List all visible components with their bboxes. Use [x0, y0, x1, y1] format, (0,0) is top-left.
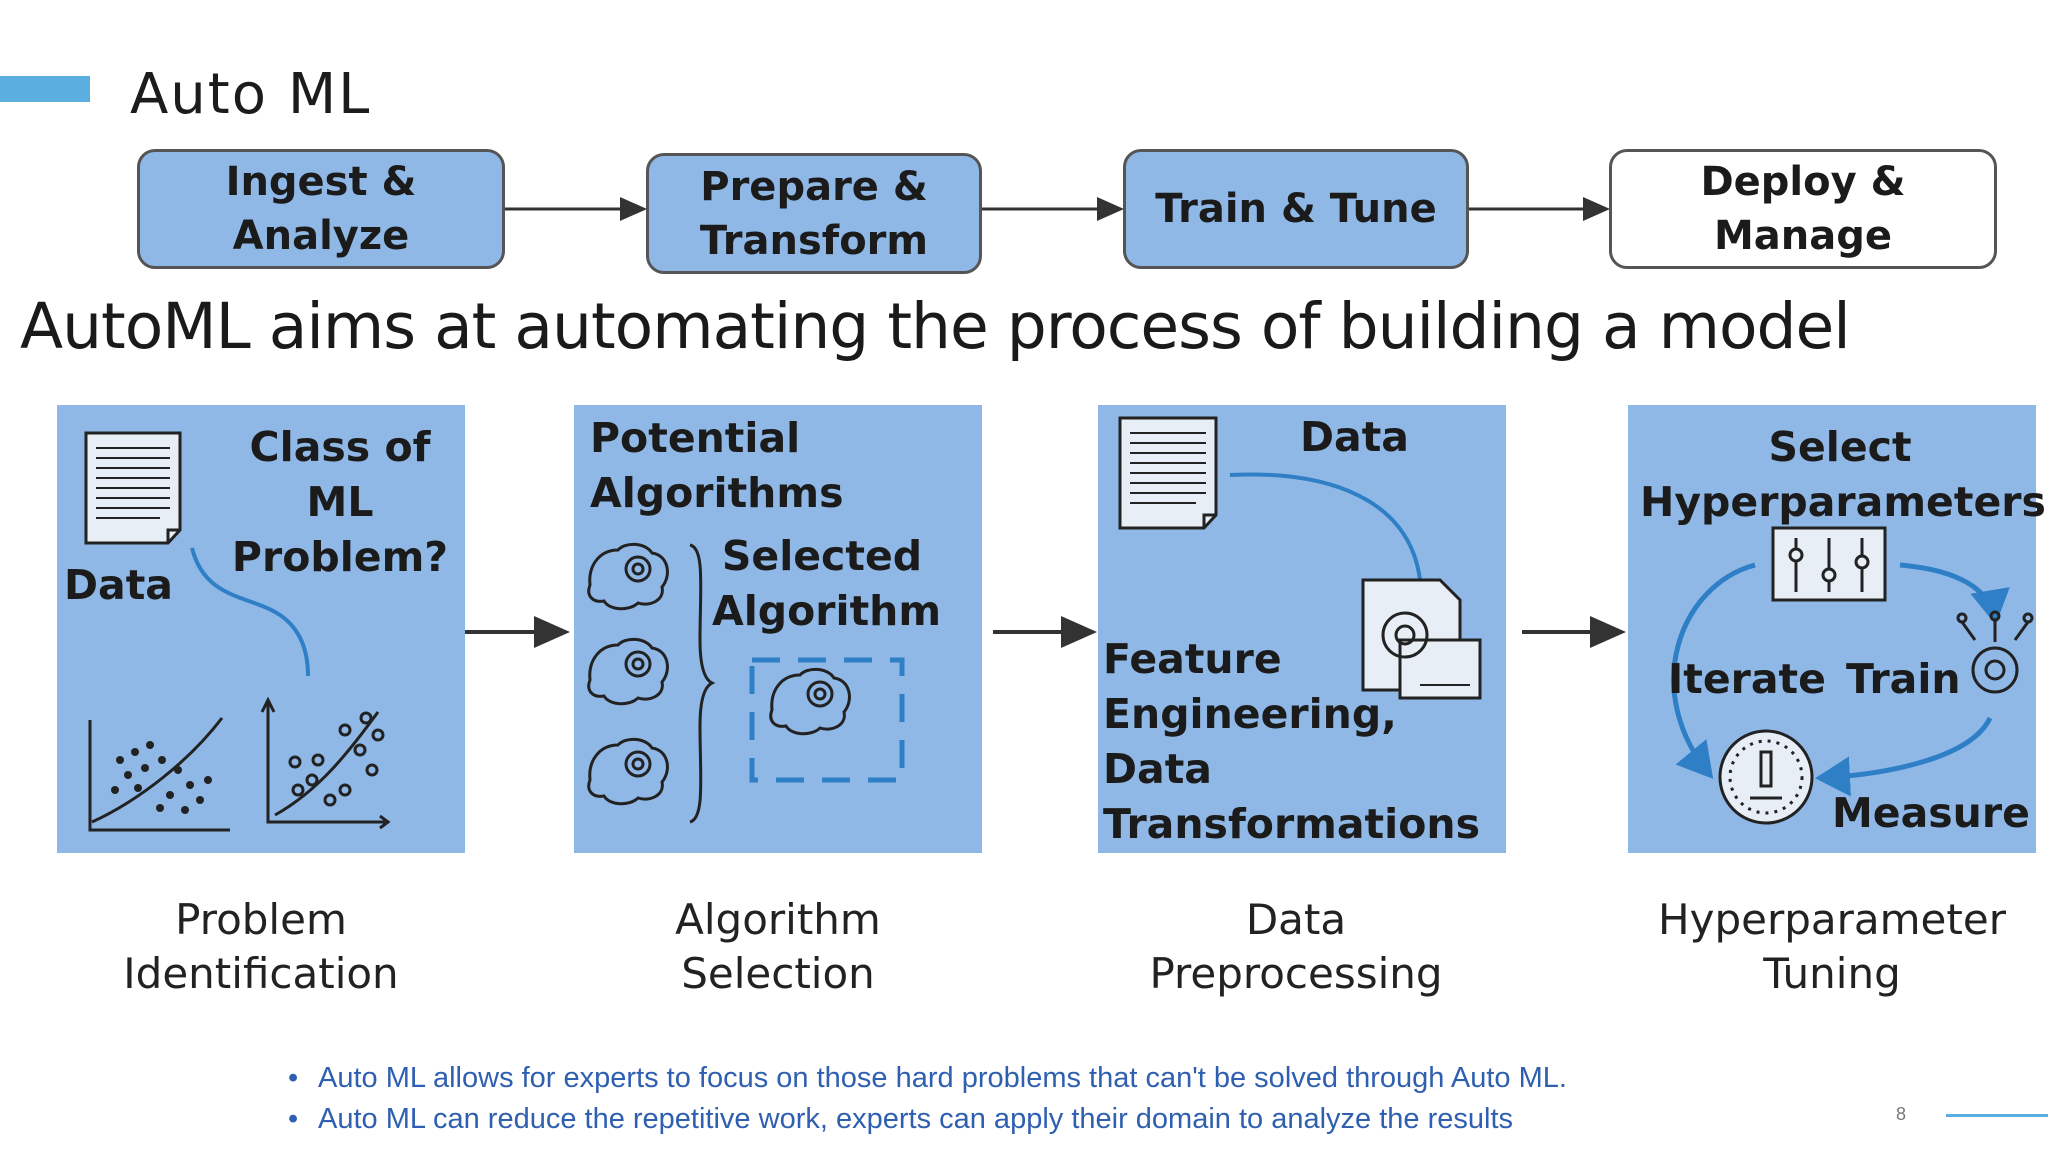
scatter-plot-icon [88, 717, 230, 832]
label-train: Train [1846, 655, 1961, 703]
brain-gear-icon [587, 542, 851, 806]
pipeline-step-prepare: Prepare & Transform [646, 153, 982, 274]
label-potential-algorithms: Potential Algorithms [590, 414, 844, 517]
cycle-arrows [1671, 562, 2010, 797]
flow-curve [1229, 472, 1422, 581]
classification-plot-icon [260, 696, 391, 830]
label-select-hyperparameters: Select Hyperparameters [1640, 423, 2046, 526]
transform-doc-icon [1361, 578, 1482, 700]
diagram-subtitle: AutoML aims at automating the process of… [20, 290, 1851, 363]
slide-title: Auto ML [130, 62, 372, 127]
flow-curve [190, 547, 310, 677]
caption-algorithm-selection: Algorithm Selection [675, 895, 881, 998]
caption-problem-identification: Problem Identification [123, 895, 399, 998]
footer-accent-line [1946, 1114, 2048, 1117]
document-icon [1118, 416, 1218, 530]
label-iterate: Iterate [1668, 655, 1826, 703]
label-data: Data [1300, 413, 1409, 461]
caption-data-preprocessing: Data Preprocessing [1149, 895, 1443, 998]
label-selected-algorithm: Selected Algorithm [712, 532, 942, 635]
bullet-item: •Auto ML allows for experts to focus on … [288, 1062, 1567, 1094]
label-measure: Measure [1832, 789, 2030, 837]
brace [689, 543, 716, 824]
label-feature-engineering: Feature Engineering, Data Transformation… [1103, 635, 1480, 848]
title-accent-bar [0, 76, 90, 102]
pipeline-step-ingest: Ingest & Analyze [137, 149, 505, 269]
label-data: Data [64, 561, 173, 609]
sliders-icon [1771, 526, 1887, 602]
caption-hyperparameter-tuning: Hyperparameter Tuning [1658, 895, 2006, 998]
page-number: 8 [1896, 1104, 1907, 1124]
pipeline-step-train: Train & Tune [1123, 149, 1469, 269]
bullet-item: •Auto ML can reduce the repetitive work,… [288, 1103, 1514, 1135]
selection-box [749, 657, 905, 783]
gauge-icon [1718, 729, 1814, 825]
bullet-list: •Auto ML allows for experts to focus on … [288, 1058, 1567, 1140]
label-class-of-ml-problem: Class of ML Problem? [231, 423, 449, 581]
neural-net-icon [1956, 610, 2034, 694]
pipeline-step-deploy: Deploy & Manage [1609, 149, 1997, 269]
document-icon [84, 431, 182, 545]
